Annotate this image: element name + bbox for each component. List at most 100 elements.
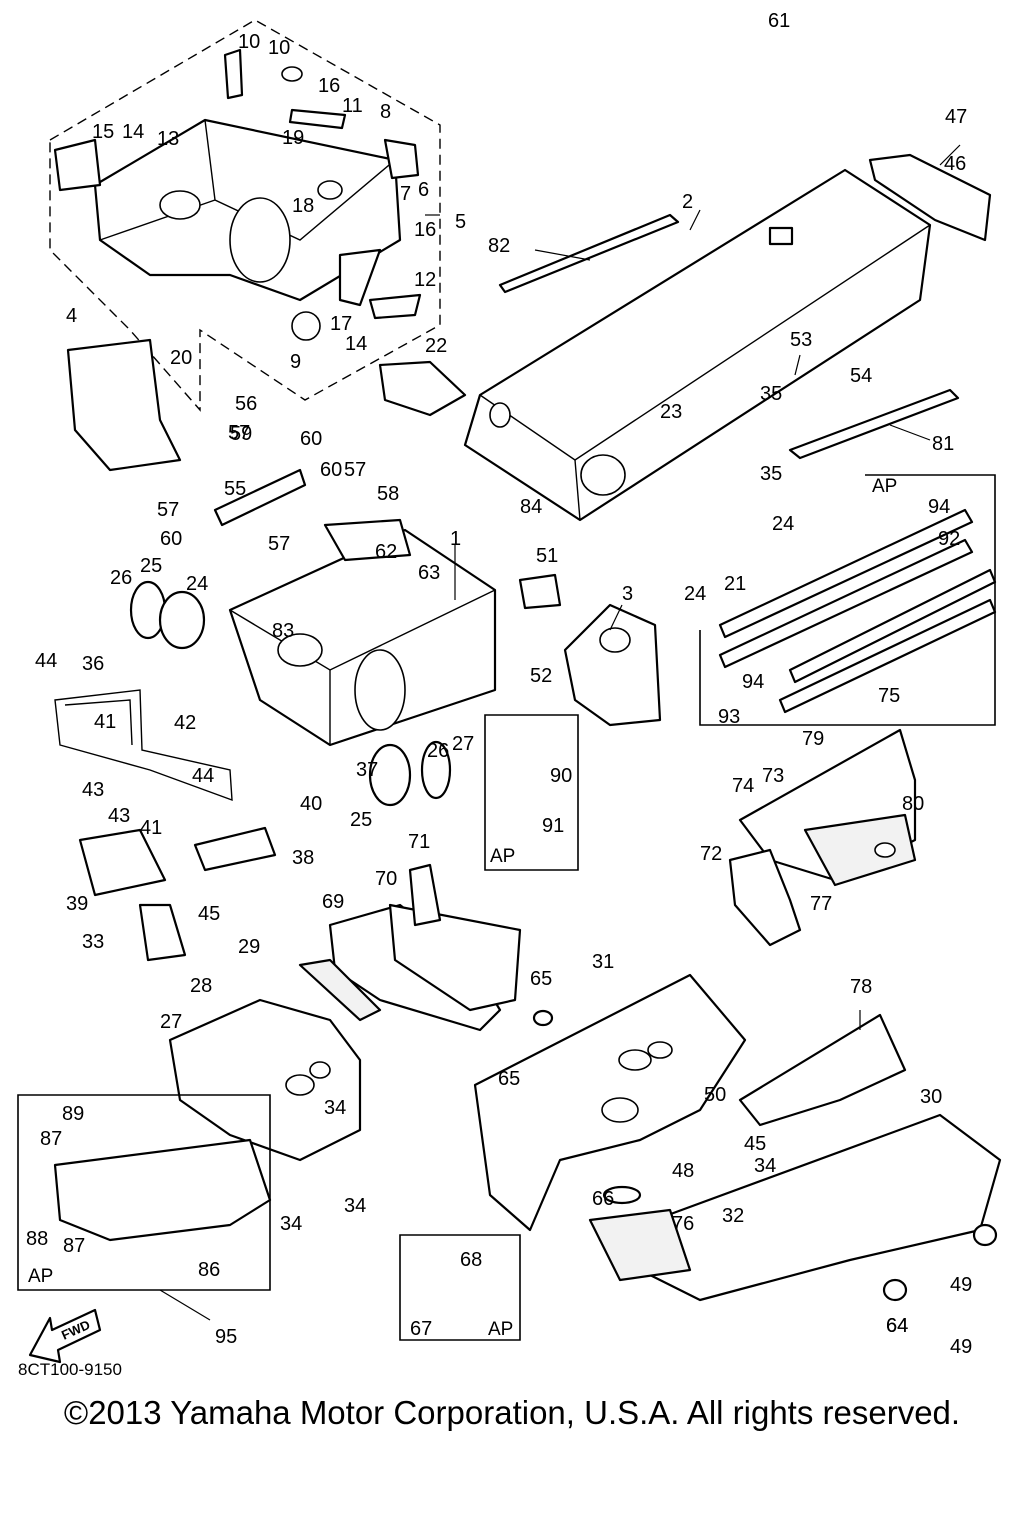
- callout: 26: [110, 567, 132, 589]
- step-40: [78, 828, 167, 897]
- callout: 65: [498, 1068, 520, 1090]
- callout: 14: [345, 333, 367, 355]
- callout: 77: [810, 893, 832, 915]
- callout: 25: [350, 809, 372, 831]
- callout: 84: [520, 496, 542, 518]
- callout: 41: [94, 711, 116, 733]
- callout: 90: [550, 765, 572, 787]
- callout: 10: [268, 37, 290, 59]
- callout: 95: [215, 1326, 237, 1348]
- callout: 78: [850, 976, 872, 998]
- callout: 64: [886, 1315, 908, 1337]
- callout: 92: [938, 528, 960, 550]
- callout: 60: [300, 428, 322, 450]
- callout: 24: [186, 573, 208, 595]
- callout: 14: [122, 121, 144, 143]
- front-frame-assembly: [53, 48, 467, 472]
- callout: 19: [282, 127, 304, 149]
- bumper-37: [54, 689, 233, 802]
- callout: 18: [292, 195, 314, 217]
- leader-lines: [159, 144, 961, 1321]
- callout: 79: [802, 728, 824, 750]
- subassembly-boundary: [49, 19, 441, 412]
- front-hood-28: [168, 998, 362, 1162]
- parts-diagram: FWD 1 2 3 4 5 6 7 8 9 10 10 11 12 13 14 …: [17, 10, 1002, 1364]
- callout: 4: [66, 305, 77, 327]
- callout: 69: [322, 891, 344, 913]
- callout: 28: [190, 975, 212, 997]
- callout: 34: [344, 1195, 366, 1217]
- ap-tags: AP AP AP AP: [28, 476, 897, 1340]
- callout: 57: [268, 533, 290, 555]
- callout: 49: [950, 1336, 972, 1358]
- callout: 71: [408, 831, 430, 853]
- callout-numbers: 1 2 3 4 5 6 7 8 9 10 10 11 12 13 14 14 1…: [26, 10, 972, 1358]
- callout: 80: [902, 793, 924, 815]
- inner-liners: [328, 863, 522, 1032]
- callout: 41: [140, 817, 162, 839]
- boot-25-right: [368, 743, 412, 807]
- callout: 46: [944, 153, 966, 175]
- callout: 58: [377, 483, 399, 505]
- callout: 37: [356, 759, 378, 781]
- callout: 27: [160, 1011, 182, 1033]
- callout: 35: [760, 463, 782, 485]
- callout: 72: [700, 843, 722, 865]
- callout: 66: [592, 1188, 614, 1210]
- callout: 23: [660, 401, 682, 423]
- callout: 36: [82, 653, 104, 675]
- callout: 93: [718, 706, 740, 728]
- diagram-code: 8CT100-9150: [18, 1360, 122, 1379]
- callout: 60: [160, 528, 182, 550]
- callout: 45: [744, 1133, 766, 1155]
- callout: 57: [344, 459, 366, 481]
- callout: 62: [375, 541, 397, 563]
- callout: 30: [920, 1086, 942, 1108]
- callout: 64: [886, 1315, 908, 1337]
- callout: 26: [427, 740, 449, 762]
- callout: 59: [230, 423, 252, 445]
- callout: 67: [410, 1318, 432, 1340]
- lower-shield: [53, 1138, 272, 1242]
- callout: 52: [530, 665, 552, 687]
- callout: 53: [790, 329, 812, 351]
- callout: 87: [40, 1128, 62, 1150]
- callout: 82: [488, 235, 510, 257]
- callout: 48: [672, 1160, 694, 1182]
- callout: 24: [684, 583, 706, 605]
- callout: 12: [414, 269, 436, 291]
- callout: 75: [878, 685, 900, 707]
- callout: 91: [542, 815, 564, 837]
- callout: 68: [460, 1249, 482, 1271]
- callout: 54: [850, 365, 872, 387]
- callout: 88: [26, 1228, 48, 1250]
- callout: 83: [272, 620, 294, 642]
- callout: 70: [375, 868, 397, 890]
- callout: 55: [224, 478, 246, 500]
- ap-box-stand: [484, 714, 579, 871]
- callout: 20: [170, 347, 192, 369]
- boot-25-left: [158, 590, 206, 650]
- grommet-66: [602, 1185, 642, 1205]
- callout: 35: [760, 383, 782, 405]
- callout: 60: [320, 459, 342, 481]
- callout: 6: [418, 179, 429, 201]
- callout: 2: [682, 191, 693, 213]
- callout: 44: [192, 765, 214, 787]
- callout: 94: [742, 671, 764, 693]
- ap-tag: AP: [28, 1266, 53, 1287]
- callout: 51: [536, 545, 558, 567]
- copyright-notice: ©2013 Yamaha Motor Corporation, U.S.A. A…: [63, 1394, 961, 1431]
- callout: 76: [672, 1213, 694, 1235]
- cap-64-right: [972, 1223, 998, 1247]
- callout: 21: [724, 573, 746, 595]
- callout: 5: [455, 211, 466, 233]
- callout: 50: [704, 1084, 726, 1106]
- callout: 81: [932, 433, 954, 455]
- callout: 33: [82, 931, 104, 953]
- callout: 43: [108, 805, 130, 827]
- callout: 40: [300, 793, 322, 815]
- callout: 89: [62, 1103, 84, 1125]
- callout: 57: [157, 499, 179, 521]
- callout: 3: [622, 583, 633, 605]
